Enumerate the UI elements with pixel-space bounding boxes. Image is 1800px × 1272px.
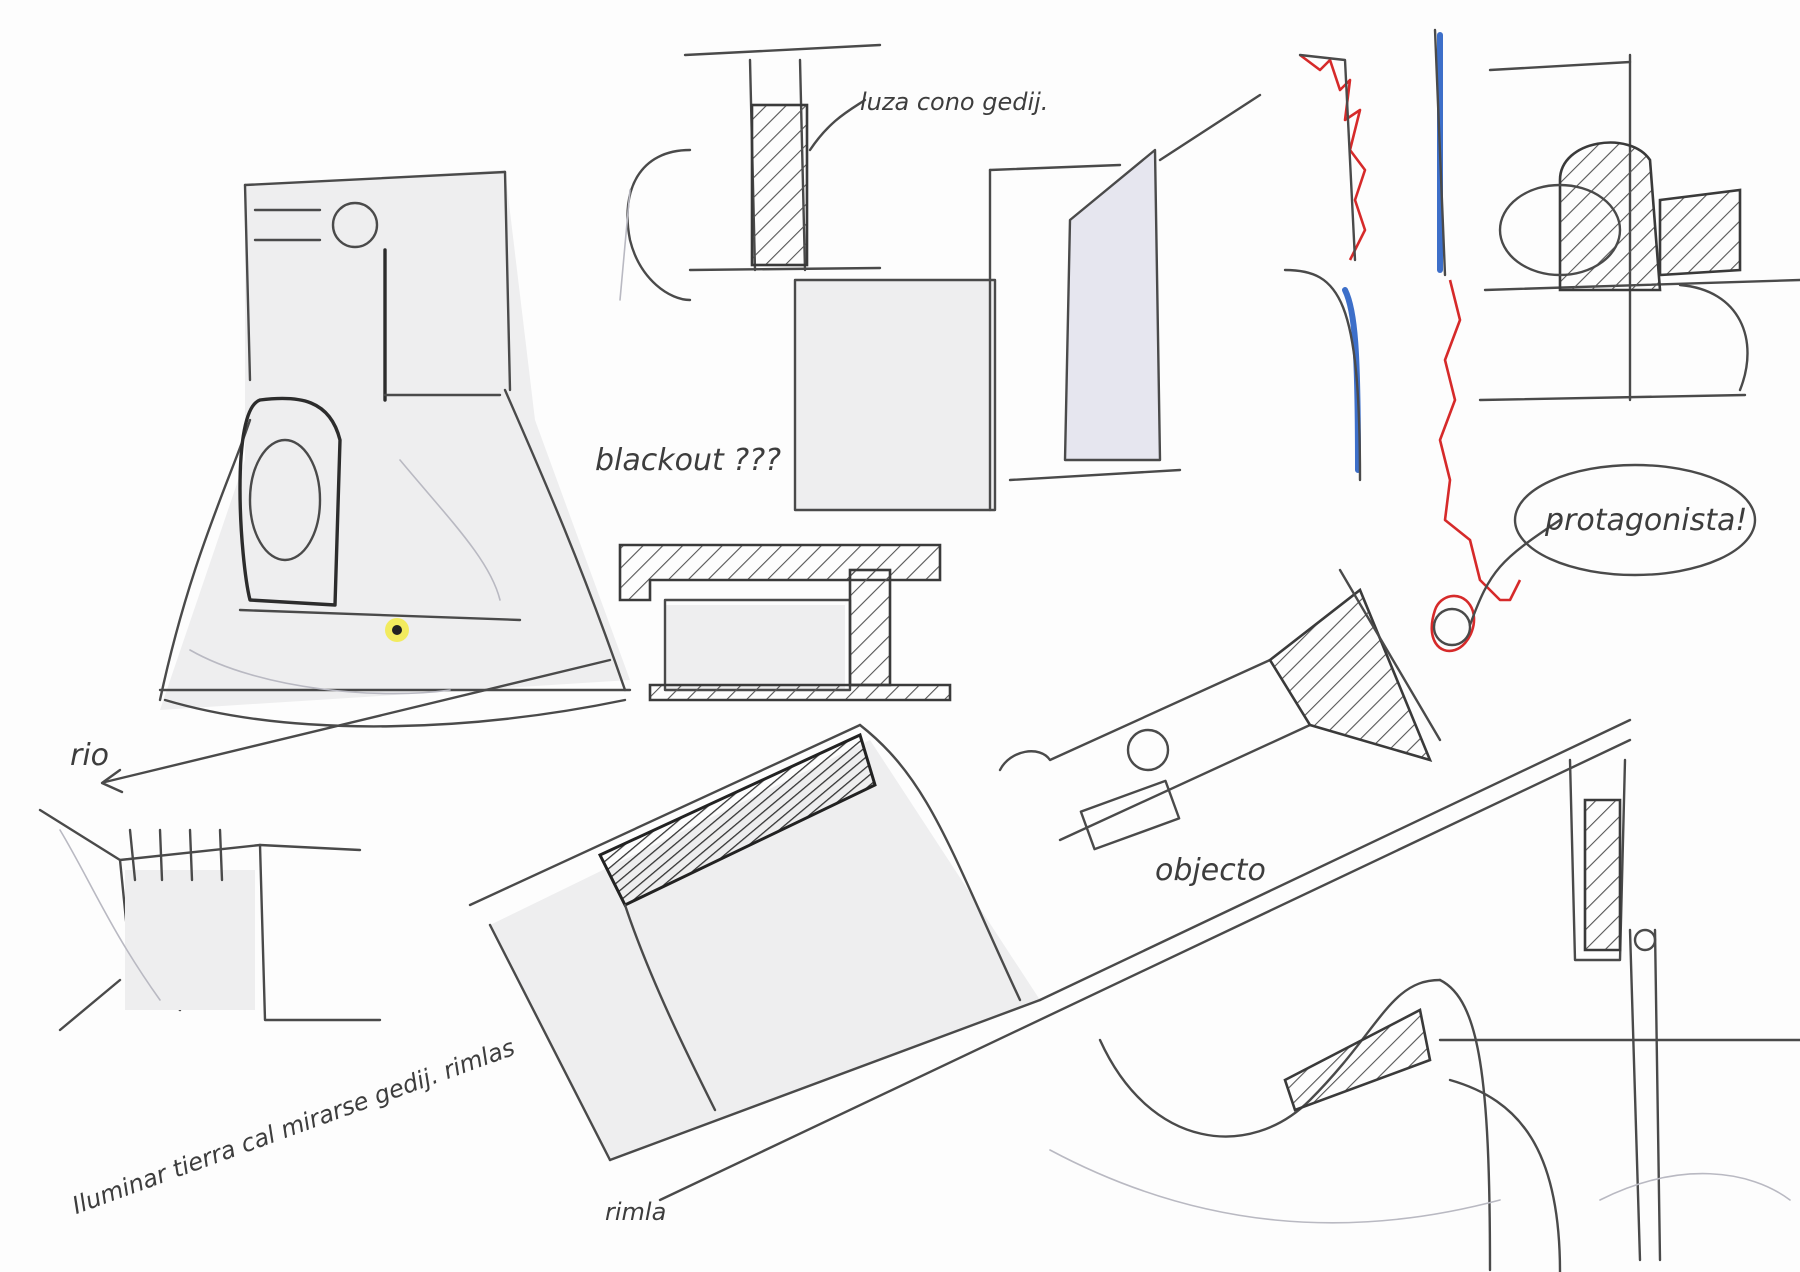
label-protagonista: protagonista!	[1544, 503, 1747, 538]
wall-box-sketch	[793, 93, 1262, 512]
arch-sketch	[1478, 53, 1800, 402]
label-objecto: objecto	[1155, 853, 1266, 888]
label-rimla: rimla	[605, 1198, 666, 1226]
bottom-left-note: Iluminar tierra cal mirarse gedij. rimla…	[69, 1033, 519, 1220]
label-luz-cono: luza cono gedij.	[860, 88, 1048, 116]
rio-arrow: rio	[70, 658, 612, 794]
bottle-sketch: objecto rimla	[468, 568, 1632, 1226]
tower-sketch	[158, 170, 632, 728]
terrain-sketch	[1049, 978, 1800, 1272]
column-light-sketch: luza cono gedij.	[619, 43, 1048, 302]
label-blackout: blackout ???	[595, 443, 781, 478]
color-lines	[1283, 28, 1562, 653]
post-sketch	[1568, 758, 1662, 1262]
label-bottom-note: Iluminar tierra cal mirarse gedij. rimla…	[69, 1033, 519, 1220]
label-rio: rio	[70, 738, 109, 773]
courtyard-sketch	[38, 808, 382, 1032]
shelf-sketch	[618, 543, 952, 702]
protagonista-callout: protagonista!	[1513, 463, 1757, 577]
